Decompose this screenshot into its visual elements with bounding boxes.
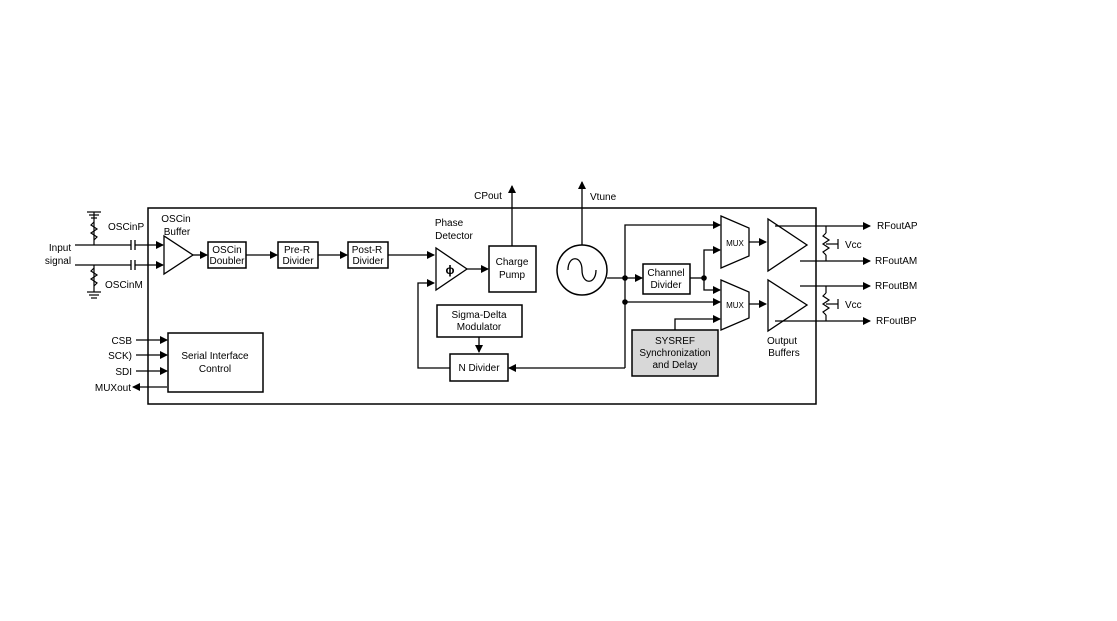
sigma-delta-label-line2: Modulator: [457, 322, 502, 333]
vcc-b-pullup: [821, 286, 839, 321]
n-divider-feedback: [417, 279, 450, 369]
n-divider-label: N Divider: [458, 363, 500, 374]
serial-interface-label-line1: Serial Interface: [181, 351, 249, 362]
sysref-to-mux-b: [674, 315, 721, 330]
rfout-am-label: RFoutAM: [875, 256, 917, 267]
rfout-bp-label: RFoutBP: [876, 316, 917, 327]
oscin-buffer-label-line1: OSCin: [161, 214, 190, 225]
chip-boundary: [147, 207, 817, 405]
vcc-a-pullup: [821, 226, 839, 261]
vcc-b-label: Vcc: [845, 300, 862, 311]
post-r-divider-label-line1: Post-R: [352, 245, 383, 256]
oscin-buffer-label-line2: Buffer: [164, 227, 191, 238]
input-signal-label-line2: signal: [45, 256, 71, 267]
sigma-delta-label-line1: Sigma-Delta: [451, 310, 506, 321]
rfout-ap-label: RFoutAP: [877, 221, 918, 232]
input-signal-label-line1: Input: [49, 243, 71, 254]
sysref-label-line1: SYSREF: [655, 336, 695, 347]
oscin-m-ground: [87, 265, 101, 299]
channel-divider-to-mux-b: [703, 278, 721, 294]
charge-pump-block: [488, 245, 537, 293]
oscin-m-capacitor: [130, 260, 136, 270]
pre-r-divider-block: [277, 241, 319, 269]
oscin-buffer: [163, 234, 195, 276]
channel-divider-to-mux-a: [703, 246, 721, 278]
oscin-p-label: OSCinP: [108, 222, 144, 233]
oscin-p-capacitor: [130, 240, 136, 250]
oscin-doubler-label-line2: Doubler: [209, 256, 245, 267]
cpout-label: CPout: [474, 191, 502, 202]
muxout-label: MUXout: [95, 383, 131, 394]
sysref-label-line2: Synchronization: [639, 348, 710, 359]
post-r-divider-label-line2: Divider: [352, 256, 384, 267]
junction-vco-output: [622, 275, 628, 281]
vco-to-mux-a: [624, 221, 721, 278]
junction-mux-b-feed: [622, 299, 628, 305]
junction-channel-divider: [701, 275, 707, 281]
output-buffer-a: [767, 217, 809, 273]
charge-pump-label-line1: Charge: [496, 257, 529, 268]
channel-divider-block: [642, 263, 691, 295]
channel-divider-label-line1: Channel: [647, 268, 684, 279]
oscin-m-label: OSCinM: [105, 280, 143, 291]
serial-interface-block: [167, 332, 264, 393]
csb-label: CSB: [111, 336, 132, 347]
sigma-delta-block: [436, 304, 523, 338]
sdi-label: SDI: [115, 367, 132, 378]
output-buffers-label-line1: Output: [767, 336, 797, 347]
vco-sine-icon: [567, 258, 597, 282]
mux-b-label: MUX: [726, 301, 744, 310]
channel-divider-label-line2: Divider: [650, 280, 682, 291]
sck-label: SCK): [108, 351, 132, 362]
n-divider-block: [449, 353, 509, 382]
phase-detector-symbol: ϕ: [446, 263, 455, 277]
pre-r-divider-label-line2: Divider: [282, 256, 314, 267]
vcc-a-label: Vcc: [845, 240, 862, 251]
sysref-label-line3: and Delay: [652, 360, 697, 371]
phase-detector-label-line2: Detector: [435, 231, 473, 242]
vtune-label: Vtune: [590, 192, 617, 203]
mux-a-label: MUX: [726, 239, 744, 248]
rfout-bm-label: RFoutBM: [875, 281, 917, 292]
pre-r-divider-label-line1: Pre-R: [284, 245, 310, 256]
oscin-doubler-label-line1: OSCin: [212, 245, 241, 256]
charge-pump-label-line2: Pump: [499, 270, 526, 281]
phase-detector-label-line1: Phase: [435, 218, 464, 229]
mux-b: [720, 279, 750, 331]
output-buffers-label-line2: Buffers: [768, 348, 800, 359]
output-buffer-b: [767, 278, 809, 333]
phase-detector: [435, 246, 469, 292]
oscin-p-ground: [87, 211, 101, 245]
mux-a: [720, 215, 750, 269]
serial-interface-label-line2: Control: [199, 364, 231, 375]
